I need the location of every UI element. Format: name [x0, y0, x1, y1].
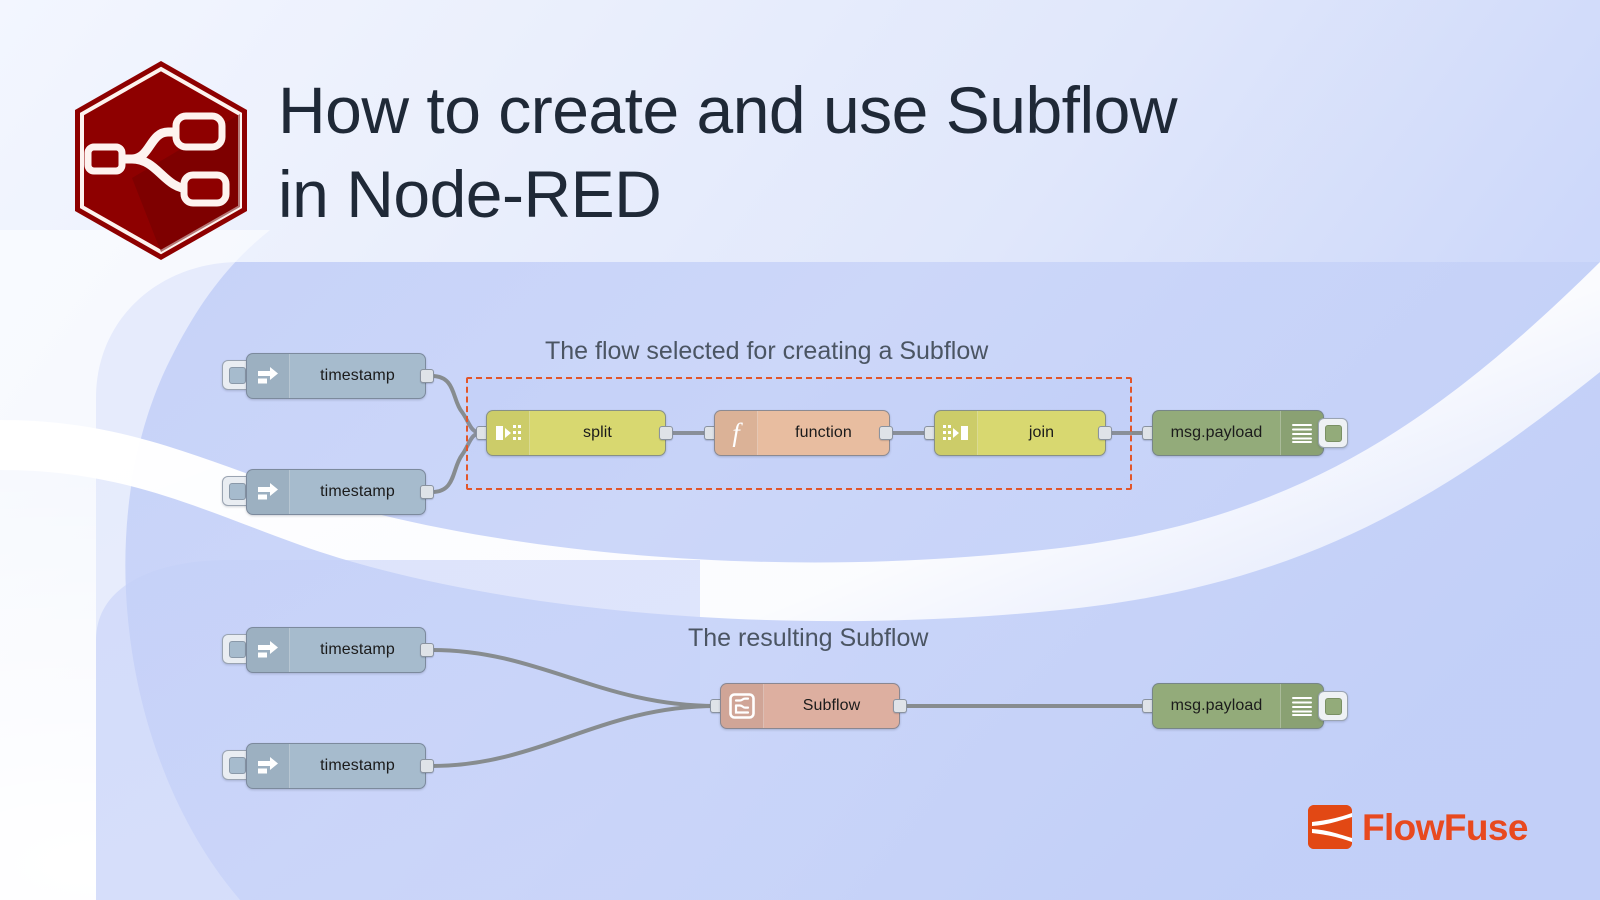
node-label: timestamp [320, 367, 395, 384]
svg-text:f: f [732, 419, 743, 447]
debug-toggle-swatch [1324, 697, 1342, 715]
node-debug-2[interactable]: msg.payload [1152, 683, 1324, 729]
node-red-hexagon-logo-icon [75, 61, 247, 260]
node-label: msg.payload [1170, 697, 1263, 714]
node-function[interactable]: f function [714, 410, 890, 456]
node-label: join [1028, 424, 1055, 441]
flowfuse-mark-icon [1308, 805, 1352, 849]
node-inject-2[interactable]: timestamp [246, 469, 426, 515]
debug-lines-icon [1280, 411, 1323, 455]
header: How to create and use Subflow in Node-RE… [0, 0, 1600, 280]
inject-arrow-icon [247, 628, 290, 672]
port-output-inject-1[interactable] [420, 369, 434, 383]
split-icon [487, 411, 530, 455]
wire-inject2-split [430, 431, 484, 494]
wire-inject1-split [430, 374, 484, 435]
node-inject-1[interactable]: timestamp [246, 353, 426, 399]
function-f-icon: f [715, 411, 758, 455]
inject-button-swatch [228, 640, 246, 658]
node-subflow[interactable]: Subflow [720, 683, 900, 729]
node-label: split [583, 424, 612, 441]
page-title: How to create and use Subflow in Node-RE… [278, 73, 1178, 232]
inject-button-swatch [228, 756, 246, 774]
node-inject-3[interactable]: timestamp [246, 627, 426, 673]
debug-lines-icon [1280, 684, 1323, 728]
port-output-join[interactable] [1098, 426, 1112, 440]
flowfuse-wordmark: FlowFuse [1362, 806, 1528, 848]
port-output-inject-2[interactable] [420, 485, 434, 499]
debug-toggle-button-1[interactable] [1318, 418, 1348, 448]
debug-toggle-swatch [1324, 424, 1342, 442]
flowfuse-logo[interactable]: FlowFuse [1308, 805, 1528, 849]
node-split[interactable]: split [486, 410, 666, 456]
node-debug-1[interactable]: msg.payload [1152, 410, 1324, 456]
inject-arrow-icon [247, 354, 290, 398]
inject-arrow-icon [247, 744, 290, 788]
inject-button-swatch [228, 482, 246, 500]
debug-toggle-button-2[interactable] [1318, 691, 1348, 721]
wire-inject4-subflow [430, 704, 718, 768]
node-label: timestamp [320, 757, 395, 774]
inject-button-swatch [228, 366, 246, 384]
node-label: function [795, 424, 852, 441]
inject-arrow-icon [247, 470, 290, 514]
port-output-inject-3[interactable] [420, 643, 434, 657]
port-output-function[interactable] [879, 426, 893, 440]
port-output-subflow[interactable] [893, 699, 907, 713]
port-output-inject-4[interactable] [420, 759, 434, 773]
node-label: timestamp [320, 483, 395, 500]
join-icon [935, 411, 978, 455]
node-label: Subflow [802, 697, 861, 714]
node-join[interactable]: join [934, 410, 1106, 456]
annotation-flow-selected: The flow selected for creating a Subflow [545, 337, 989, 365]
port-output-split[interactable] [659, 426, 673, 440]
node-label: timestamp [320, 641, 395, 658]
subflow-icon [721, 684, 764, 728]
node-inject-4[interactable]: timestamp [246, 743, 426, 789]
wire-inject3-subflow [430, 648, 718, 708]
node-label: msg.payload [1170, 424, 1263, 441]
annotation-resulting-subflow: The resulting Subflow [688, 624, 929, 652]
